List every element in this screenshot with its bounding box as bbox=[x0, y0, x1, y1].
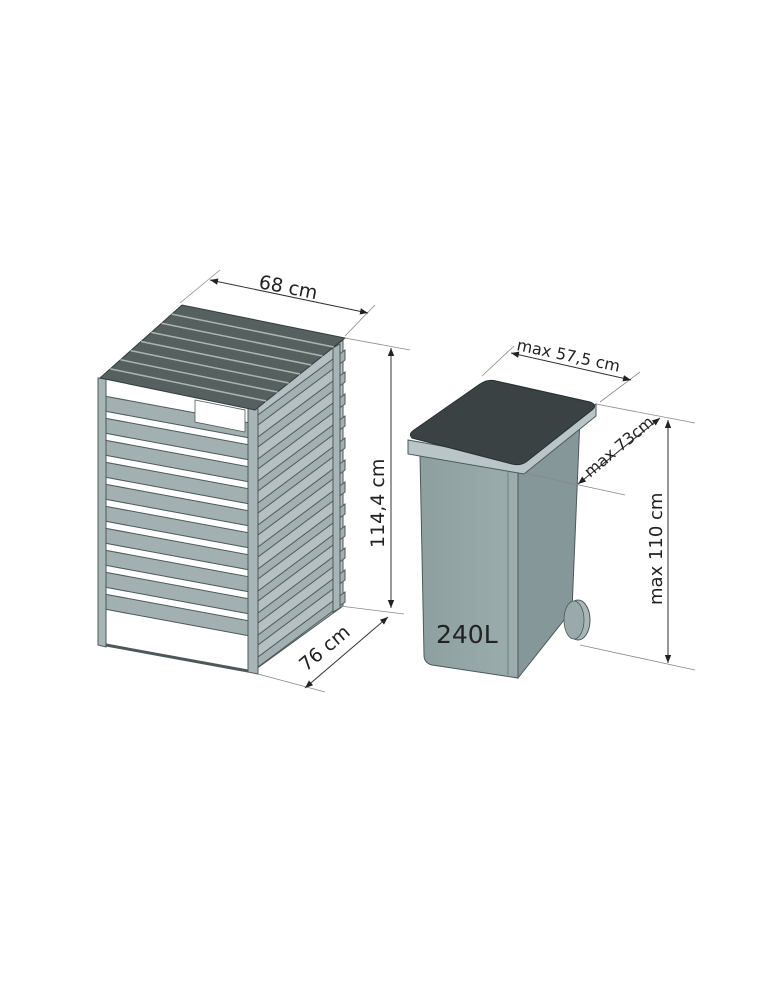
box-width-label: 68 cm bbox=[257, 271, 319, 304]
box-height-label: 114,4 cm bbox=[367, 459, 389, 548]
lid-slat-edge bbox=[140, 340, 301, 375]
lid-slat-edge bbox=[110, 368, 267, 402]
lid-slats bbox=[110, 313, 334, 402]
lid-slat-edge bbox=[161, 322, 323, 357]
lid-slat-edge bbox=[130, 349, 289, 384]
bin-enclosure bbox=[97, 304, 347, 675]
bin-height-dimension: max 110 cm bbox=[579, 420, 696, 671]
bin-height-label: max 110 cm bbox=[646, 493, 667, 605]
wheelie-bin: 240L bbox=[407, 379, 597, 680]
bin-width-label: max 57,5 cm bbox=[515, 335, 622, 375]
box-height-dimension: 114,4 cm bbox=[339, 337, 411, 615]
lid-slat-edge bbox=[171, 313, 334, 348]
lid-slat-edge bbox=[151, 331, 312, 366]
bin-volume-label: 240L bbox=[436, 620, 498, 649]
lid-slat-edge bbox=[120, 359, 278, 393]
front-slats bbox=[103, 395, 251, 637]
bin-depth-label: max 73cm bbox=[580, 412, 657, 481]
